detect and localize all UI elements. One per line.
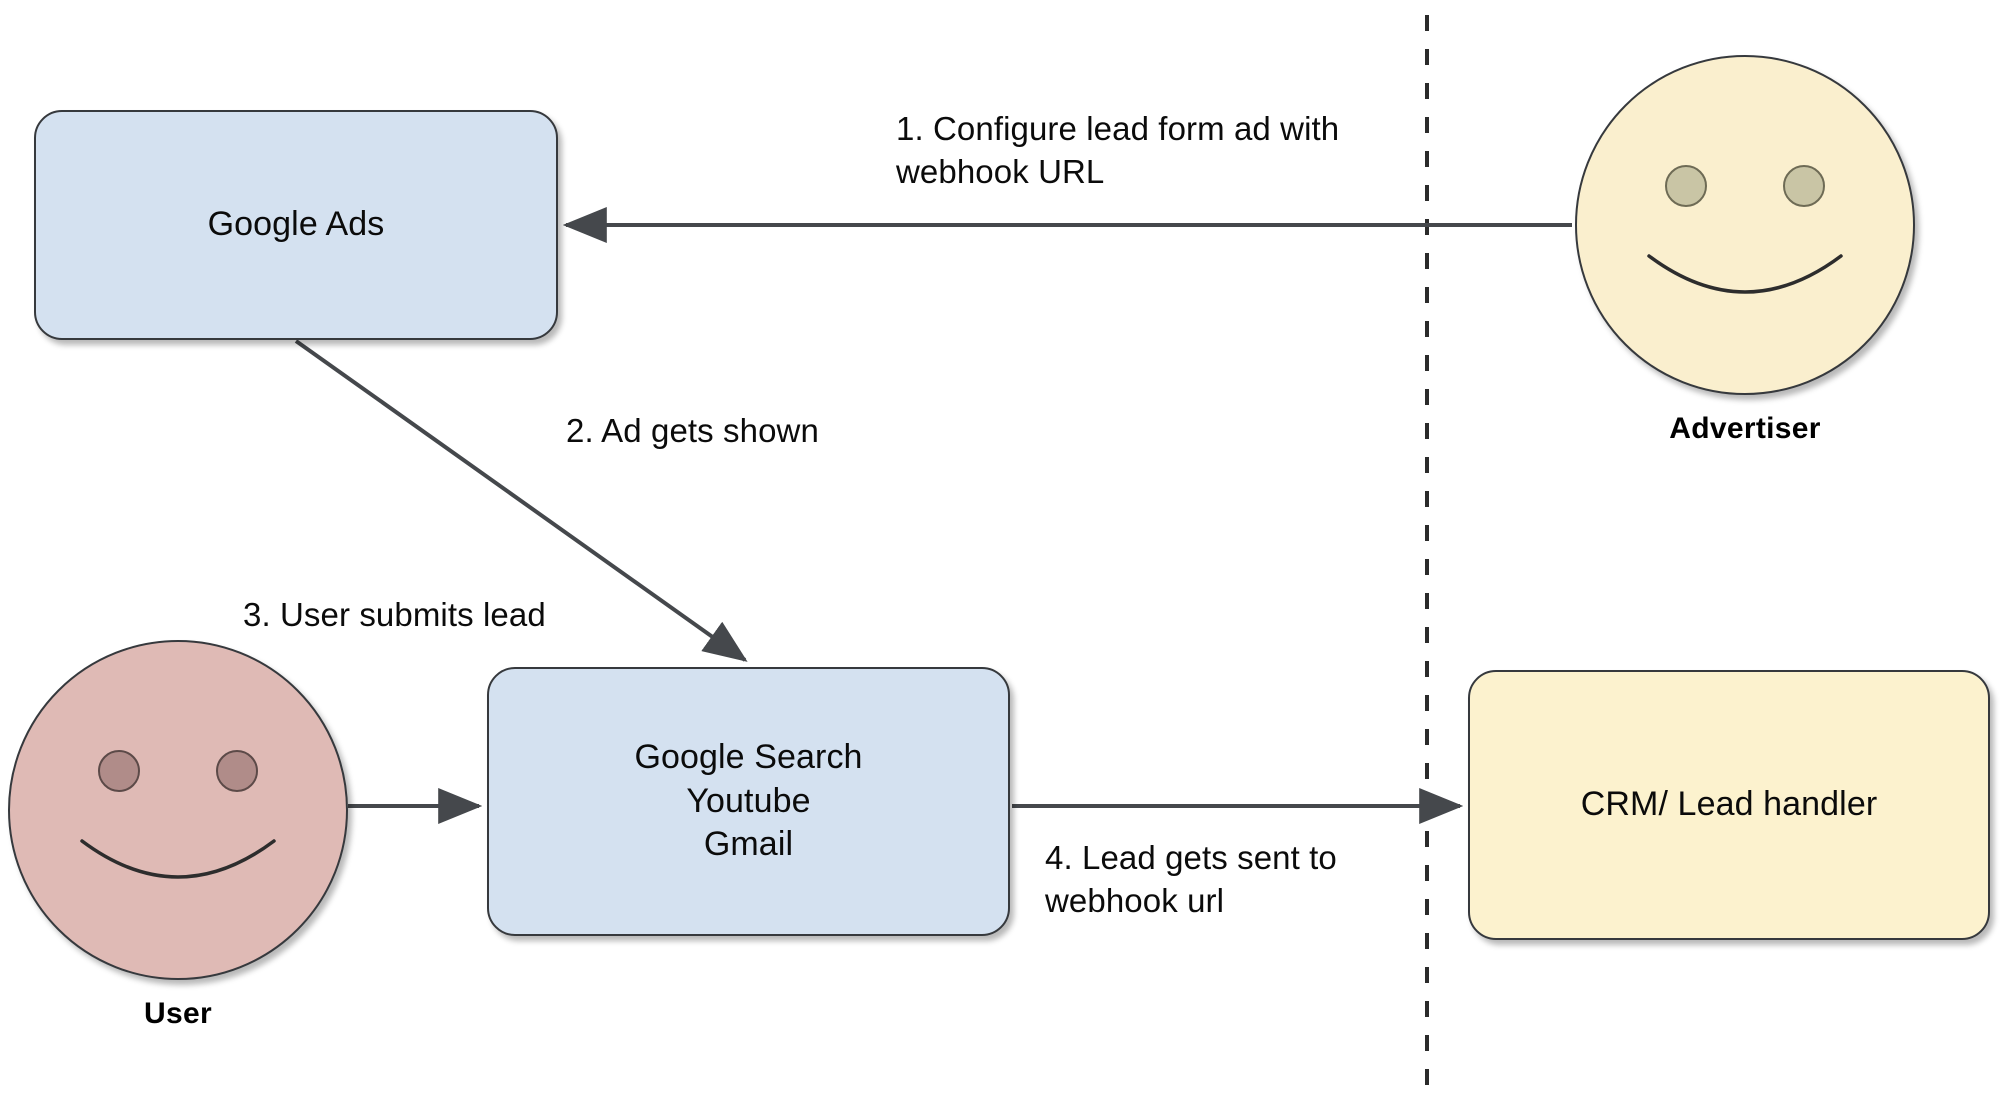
eye-right-icon	[1783, 165, 1825, 207]
smiley-face-icon	[1575, 55, 1915, 395]
node-google-ads-label: Google Ads	[207, 205, 385, 244]
node-google-properties-label: Google Search Youtube Gmail	[634, 738, 863, 864]
actor-advertiser-label: Advertiser	[1669, 412, 1821, 445]
node-crm-lead-handler-label: CRM/ Lead handler	[1580, 785, 1878, 824]
node-google-ads[interactable]: Google Ads	[34, 110, 558, 340]
eye-right-icon	[216, 750, 258, 792]
smile-mouth-icon	[1647, 254, 1843, 294]
edge-label-step-1: 1. Configure lead form ad with webhook U…	[896, 110, 1340, 190]
edge-label-step-4: 4. Lead gets sent to webhook url	[1045, 839, 1337, 919]
edge-label-step-2: 2. Ad gets shown	[566, 412, 819, 449]
node-google-properties[interactable]: Google Search Youtube Gmail	[487, 667, 1010, 936]
smile-mouth-icon	[80, 839, 276, 879]
actor-user-label: User	[144, 997, 212, 1030]
smiley-face-icon	[8, 640, 348, 980]
eye-left-icon	[1665, 165, 1707, 207]
actor-advertiser[interactable]: Advertiser	[1575, 55, 1915, 445]
eye-left-icon	[98, 750, 140, 792]
edge-label-step-3: 3. User submits lead	[243, 596, 546, 633]
actor-user[interactable]: User	[8, 640, 348, 1030]
node-crm-lead-handler[interactable]: CRM/ Lead handler	[1468, 670, 1990, 940]
